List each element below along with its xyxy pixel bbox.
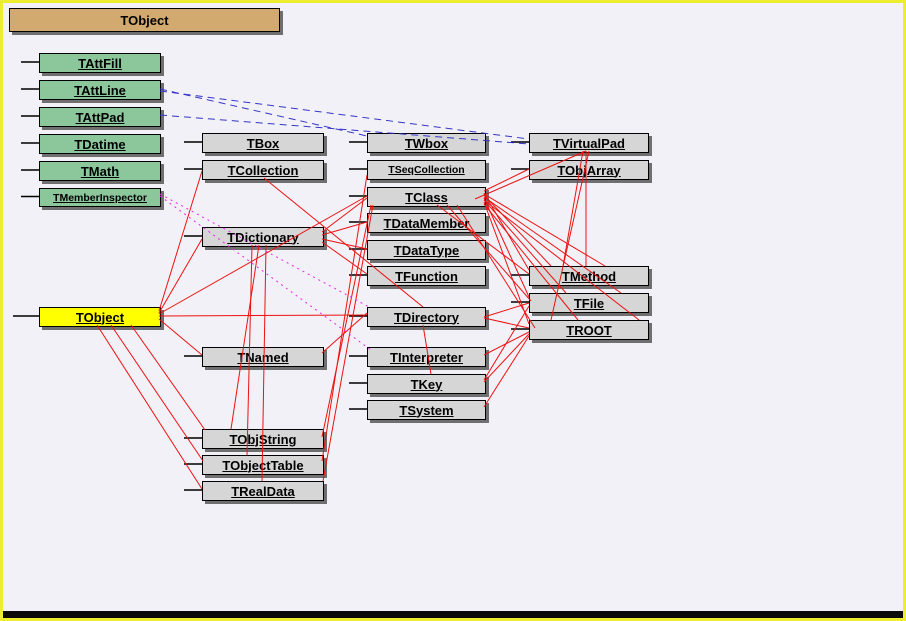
title-box-tobject[interactable]: TObject: [9, 8, 280, 32]
relation-line: [158, 318, 203, 356]
class-box-tdatime[interactable]: TDatime: [39, 134, 161, 154]
relation-line: [159, 195, 372, 351]
title-label: TObject: [120, 12, 169, 28]
class-label: TDataType: [393, 242, 460, 258]
relation-line: [321, 204, 372, 438]
class-label: TAttPad: [75, 109, 125, 125]
class-label: TSystem: [399, 402, 454, 418]
class-label: TDatime: [74, 136, 126, 152]
relation-line: [322, 204, 374, 482]
class-box-tmethod[interactable]: TMethod: [529, 266, 649, 286]
class-label: TAttLine: [74, 82, 126, 98]
relation-line: [321, 238, 368, 250]
class-label: TAttFill: [78, 55, 122, 71]
class-box-tobjarray[interactable]: TObjArray: [529, 160, 649, 180]
bottom-frame-line: [3, 611, 903, 618]
class-label: TObjArray: [557, 162, 621, 178]
relation-line: [483, 305, 530, 381]
class-label: TDataMember: [383, 215, 470, 231]
class-box-tattline[interactable]: TAttLine: [39, 80, 161, 100]
relation-line: [159, 193, 372, 309]
class-box-twbox[interactable]: TWbox: [367, 133, 486, 153]
relation-line: [159, 88, 368, 137]
class-box-tmath[interactable]: TMath: [39, 161, 161, 181]
relation-line: [230, 244, 260, 430]
class-box-tdatatype[interactable]: TDataType: [367, 240, 486, 260]
class-box-tattpad[interactable]: TAttPad: [39, 107, 161, 127]
relation-line: [483, 317, 530, 329]
class-box-tseqcollection[interactable]: TSeqCollection: [367, 160, 486, 180]
class-label: TObjectTable: [222, 457, 304, 473]
class-label: TBox: [246, 135, 280, 151]
class-label: TWbox: [404, 135, 449, 151]
class-label: TMethod: [561, 268, 617, 284]
class-label: TNamed: [237, 349, 289, 365]
class-label: TKey: [410, 376, 443, 392]
relation-line: [158, 170, 203, 312]
relation-line: [159, 90, 530, 140]
relation-line: [158, 195, 368, 315]
class-label: TDirectory: [393, 309, 460, 325]
class-box-tdirectory[interactable]: TDirectory: [367, 307, 486, 327]
relation-line: [321, 197, 368, 233]
relation-line: [483, 194, 552, 267]
relation-line: [321, 241, 368, 275]
relation-line: [110, 324, 204, 462]
class-box-tdictionary[interactable]: TDictionary: [202, 227, 324, 247]
relation-line: [483, 192, 530, 271]
class-box-tobject[interactable]: TObject: [39, 307, 161, 327]
relation-line: [321, 312, 368, 354]
class-label: TMemberInspector: [53, 191, 147, 204]
class-label: TCollection: [227, 162, 299, 178]
relation-line: [321, 174, 368, 462]
class-box-tcollection[interactable]: TCollection: [202, 160, 324, 180]
class-label: TVirtualPad: [552, 135, 625, 151]
class-label: TMath: [80, 163, 120, 179]
relation-line: [483, 335, 530, 408]
class-box-trealdata[interactable]: TRealData: [202, 481, 324, 501]
class-label: TFile: [573, 295, 605, 311]
class-label: TObject: [75, 309, 125, 325]
class-label: TInterpreter: [390, 349, 463, 365]
class-box-tmemberinspector[interactable]: TMemberInspector: [39, 188, 161, 207]
relation-line: [96, 324, 203, 490]
relation-line: [321, 221, 368, 236]
relation-line: [483, 331, 530, 356]
class-box-tinterpreter[interactable]: TInterpreter: [367, 347, 486, 367]
class-box-tobjecttable[interactable]: TObjectTable: [202, 455, 324, 475]
class-box-tattfill[interactable]: TAttFill: [39, 53, 161, 73]
class-box-tfile[interactable]: TFile: [529, 293, 649, 313]
class-label: TClass: [405, 189, 448, 205]
class-label: TFunction: [395, 268, 458, 284]
class-box-tdatamember[interactable]: TDataMember: [367, 213, 486, 233]
class-label: TObjString: [229, 431, 297, 447]
class-box-tclass[interactable]: TClass: [367, 187, 486, 207]
relation-line: [483, 201, 530, 325]
class-label: TSeqCollection: [388, 164, 465, 176]
relation-line: [158, 238, 203, 314]
class-box-troot[interactable]: TROOT: [529, 320, 649, 340]
class-label: TRealData: [231, 483, 295, 499]
class-box-tfunction[interactable]: TFunction: [367, 266, 486, 286]
relation-line: [483, 197, 530, 298]
relation-line: [483, 333, 530, 383]
class-box-tbox[interactable]: TBox: [202, 133, 324, 153]
relation-line: [483, 168, 530, 192]
class-box-tsystem[interactable]: TSystem: [367, 400, 486, 420]
class-box-tobjstring[interactable]: TObjString: [202, 429, 324, 449]
class-box-tkey[interactable]: TKey: [367, 374, 486, 394]
class-label: TDictionary: [227, 229, 299, 245]
relation-line: [483, 193, 606, 267]
class-box-tvirtualpad[interactable]: TVirtualPad: [529, 133, 649, 153]
relation-line: [158, 314, 368, 317]
class-box-tnamed[interactable]: TNamed: [202, 347, 324, 367]
relation-line: [130, 324, 206, 431]
class-label: TROOT: [566, 322, 612, 338]
relation-line: [483, 302, 530, 318]
